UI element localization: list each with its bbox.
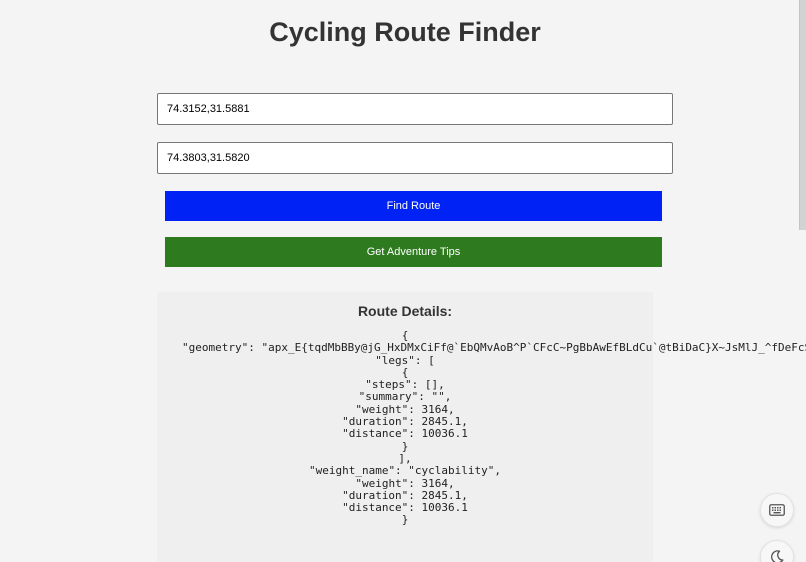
json-line: "duration": 2845.1, <box>342 415 468 429</box>
json-line: ], <box>398 451 412 465</box>
route-json-output: { "geometry": "apx_E{tqdMbBBy@jG_HxDMxCi… <box>157 329 806 527</box>
find-route-button[interactable]: Find Route <box>165 191 662 221</box>
json-line: "duration": 2845.1, <box>342 488 468 502</box>
json-line: { <box>401 329 409 342</box>
page-scrollbar[interactable] <box>799 0 806 230</box>
json-line: "legs": [ <box>375 353 435 367</box>
route-details-panel: Route Details: { "geometry": "apx_E{tqdM… <box>157 292 806 562</box>
keyboard-icon <box>769 504 785 516</box>
json-line: } <box>401 439 409 453</box>
theme-toggle-button[interactable] <box>760 540 794 562</box>
moon-icon <box>771 550 784 562</box>
json-line: "weight": 3164, <box>355 476 455 490</box>
json-line: "distance": 10036.1 <box>342 427 468 441</box>
end-coordinates-input[interactable] <box>157 142 673 174</box>
json-line: "distance": 10036.1 <box>342 501 468 515</box>
json-line-geometry: "geometry": "apx_E{tqdMbBBy@jG_HxDMxCiFf… <box>182 341 806 355</box>
keyboard-shortcuts-button[interactable] <box>760 493 794 527</box>
json-line: "steps": [], <box>365 378 445 392</box>
start-coordinates-input[interactable] <box>157 93 673 125</box>
json-line: "weight_name": "cyclability", <box>308 464 502 478</box>
route-details-heading: Route Details: <box>357 303 453 319</box>
json-line: "summary": "", <box>358 390 452 404</box>
json-line: { <box>401 365 409 379</box>
json-line: } <box>401 513 409 527</box>
get-adventure-tips-button[interactable]: Get Adventure Tips <box>165 237 662 267</box>
json-line: "weight": 3164, <box>355 402 455 416</box>
page-title: Cycling Route Finder <box>269 17 541 47</box>
